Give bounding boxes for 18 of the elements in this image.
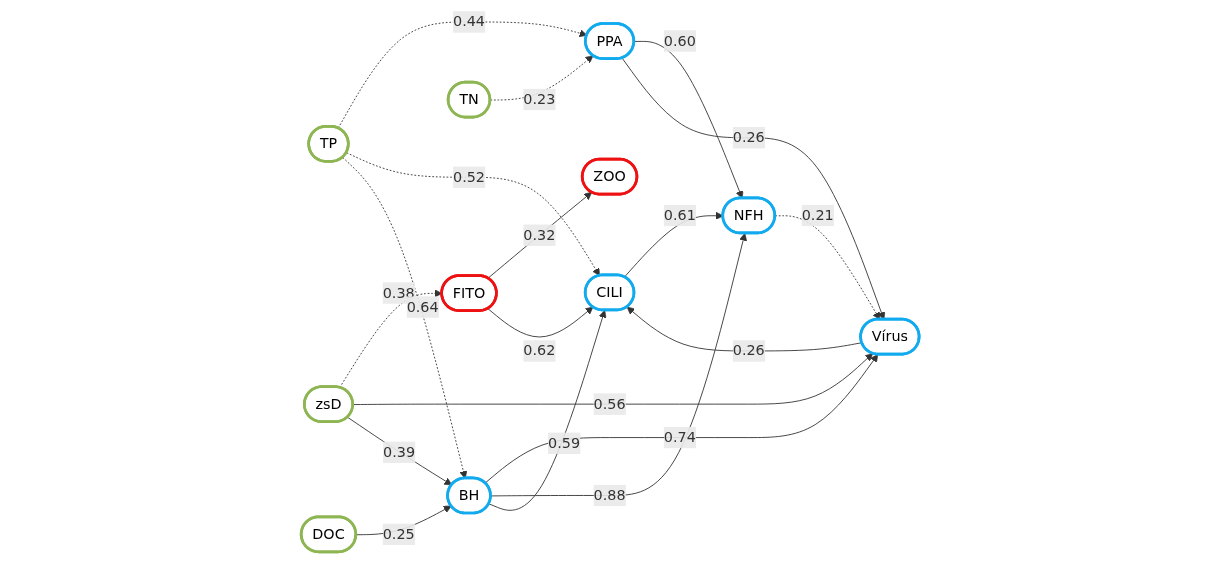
edge-label: 0.44 — [452, 12, 485, 31]
edge-label: 0.64 — [406, 298, 439, 316]
edge-label: 0.62 — [523, 341, 556, 360]
edge-label: 0.23 — [523, 90, 556, 108]
edge-label: 0.26 — [732, 341, 765, 360]
edge-label: 0.39 — [382, 443, 415, 461]
edge-label: 0.59 — [547, 434, 580, 452]
edge-label: 0.25 — [382, 525, 415, 543]
edge-label: 0.61 — [663, 206, 696, 224]
edge-label: 0.26 — [732, 128, 765, 146]
edge-label: 0.21 — [801, 206, 834, 224]
edge-label: 0.32 — [523, 226, 556, 244]
edge-label: 0.60 — [663, 32, 696, 50]
edge-label: 0.74 — [663, 428, 696, 446]
edge-label: 0.38 — [382, 284, 415, 302]
edge-label: 0.56 — [593, 395, 626, 413]
edge-label: 0.88 — [593, 486, 626, 504]
edge-label: 0.52 — [452, 168, 485, 186]
